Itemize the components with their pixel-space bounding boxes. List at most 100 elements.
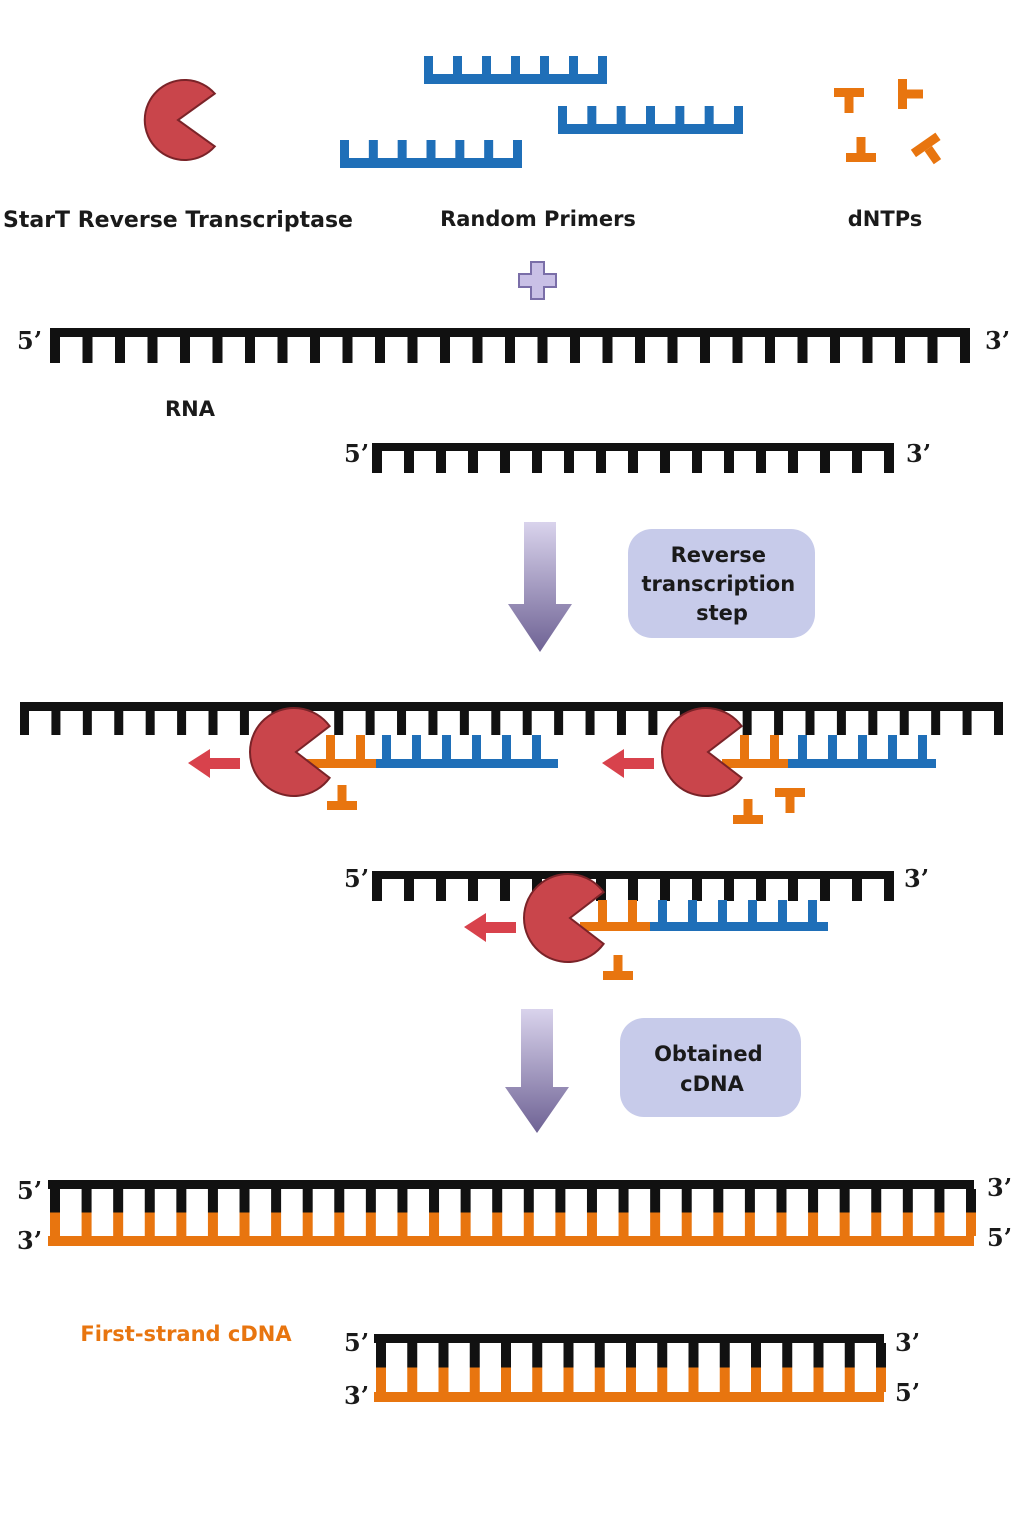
- base-cdna: [271, 1212, 282, 1236]
- base-rna: [776, 1189, 787, 1213]
- rna-template-tooth: [51, 711, 61, 735]
- dntp-stem: [844, 97, 854, 113]
- rna-template-tooth: [397, 711, 407, 735]
- duplex-short-cdna: [374, 1392, 884, 1402]
- step-box-reverse-transcription: [628, 529, 815, 638]
- rna-template-tooth: [82, 711, 92, 735]
- step-box-obtained-cdna: [620, 1018, 801, 1117]
- primer-3-tooth: [368, 140, 378, 158]
- base-cdna: [871, 1212, 882, 1236]
- rna-template-short-tooth: [660, 879, 670, 901]
- rna-template-tooth: [648, 711, 658, 735]
- rna-short-tooth: [788, 451, 798, 473]
- primer-bound-tooth: [688, 900, 697, 922]
- rna-template-short-tooth: [692, 879, 702, 901]
- base-cdna: [839, 1212, 850, 1236]
- base-rna: [460, 1189, 471, 1213]
- primer-2-backbone: [558, 124, 743, 134]
- cdna-duplex-short: [374, 1334, 886, 1402]
- rna-long-tooth: [277, 337, 288, 363]
- rna-long-five-prime: 5’: [17, 326, 42, 355]
- primer-3-tooth: [455, 140, 465, 158]
- duplex-long-five-prime: 5’: [17, 1176, 42, 1205]
- primer-bound-tooth: [778, 900, 787, 922]
- dntp-icon: [775, 788, 805, 813]
- primer-bound-tooth: [748, 900, 757, 922]
- rna-short-tooth: [372, 451, 382, 473]
- base-rna: [650, 1189, 661, 1213]
- base-rna: [469, 1343, 480, 1368]
- dntp-stem: [856, 137, 866, 153]
- base-cdna: [523, 1212, 534, 1236]
- primer-3-tooth: [340, 140, 349, 158]
- rna-short-tooth: [852, 451, 862, 473]
- primer-bound-tooth: [532, 735, 541, 759]
- base-cdna: [719, 1367, 730, 1392]
- rna-template-short-backbone: [372, 871, 894, 879]
- base-cdna: [334, 1212, 345, 1236]
- rna-template-tooth: [334, 711, 344, 735]
- dntp-icon: [603, 955, 633, 980]
- rna-strand-long: [50, 328, 970, 363]
- dntp-icon: [910, 132, 942, 165]
- base-cdna: [776, 1212, 787, 1236]
- rna-short-tooth: [724, 451, 734, 473]
- rna-long-tooth: [375, 337, 385, 363]
- rna-short-tooth: [884, 451, 894, 473]
- dntp-bar: [775, 788, 805, 797]
- rna-template-short-tooth: [372, 879, 382, 901]
- base-rna: [144, 1189, 155, 1213]
- new-cdna-tooth: [598, 900, 607, 922]
- primer-2-tooth: [616, 106, 626, 124]
- rna-template-tooth: [899, 711, 909, 735]
- dntps-label: dNTPs: [848, 207, 922, 231]
- step-line-2: cDNA: [680, 1072, 744, 1096]
- rna-template-short-tooth: [628, 879, 638, 901]
- base-rna: [563, 1343, 574, 1368]
- base-rna: [407, 1343, 418, 1368]
- rna-short-tooth: [532, 451, 542, 473]
- base-rna: [81, 1189, 92, 1213]
- rna-long-tooth: [570, 337, 580, 363]
- dntp-bar: [910, 132, 941, 158]
- rna-template-tooth: [114, 711, 124, 735]
- rna-long-tooth: [732, 337, 743, 363]
- base-rna: [626, 1343, 636, 1368]
- step-line-2: transcription: [642, 572, 796, 596]
- base-rna: [438, 1343, 449, 1368]
- rna-template-tooth: [962, 711, 972, 735]
- dntp-bar: [834, 88, 864, 97]
- primer-2-tooth: [646, 106, 655, 124]
- duplex-short-five-prime-bottom: 5’: [895, 1378, 920, 1407]
- base-rna: [719, 1343, 730, 1368]
- base-cdna: [501, 1367, 511, 1392]
- rna-short-tooth: [436, 451, 446, 473]
- base-rna: [844, 1343, 855, 1368]
- base-cdna: [808, 1212, 819, 1236]
- primer-1-tooth: [424, 56, 433, 74]
- base-cdna: [207, 1212, 218, 1236]
- rt-short-three-prime: 3’: [904, 864, 929, 893]
- base-rna: [934, 1189, 945, 1213]
- rna-short-tooth: [692, 451, 702, 473]
- random-primers-icon: [340, 56, 743, 168]
- dntp-icon: [834, 88, 864, 113]
- duplex-long-three-prime-bottom: 3’: [17, 1226, 42, 1255]
- down-arrow-icon: [508, 522, 572, 652]
- base-rna: [618, 1189, 629, 1213]
- rna-long-tooth: [765, 337, 775, 363]
- rna-long-tooth: [862, 337, 873, 363]
- rna-template-tooth: [491, 711, 501, 735]
- primer-3-tooth: [426, 140, 436, 158]
- dntp-icon: [846, 137, 876, 162]
- rna-short-three-prime: 3’: [906, 439, 931, 468]
- rna-template-short-tooth: [468, 879, 478, 901]
- primer-bound-tooth: [888, 735, 897, 759]
- rna-long-tooth: [180, 337, 190, 363]
- base-rna: [397, 1189, 408, 1213]
- rna-template-tooth: [365, 711, 375, 735]
- base-cdna: [492, 1212, 503, 1236]
- primer-bound-tooth: [808, 900, 817, 922]
- dntp-icon: [898, 79, 923, 109]
